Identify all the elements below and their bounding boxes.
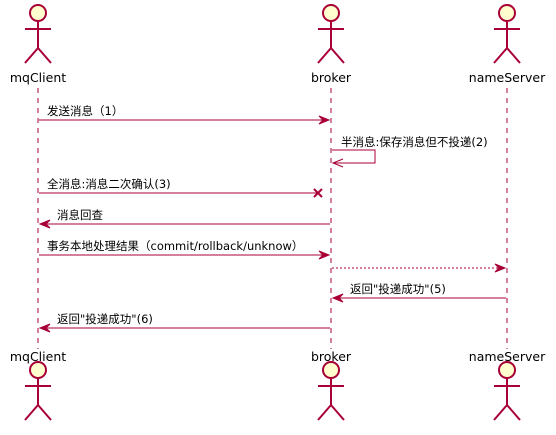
message-label: 全消息:消息二次确认(3): [47, 177, 171, 191]
actor-mqClient-top: [24, 4, 52, 64]
message-label: 返回"投递成功"(6): [57, 312, 153, 326]
message-1: 发送消息（1）: [39, 104, 331, 125]
arrow-head-icon: [494, 263, 507, 273]
messages: 发送消息（1） 半消息:保存消息但不投递(2) 全消息:消息二次确认(3) 消息回查事…: [38, 104, 507, 333]
actor-head-icon: [322, 4, 340, 22]
arrow-head-icon: [331, 293, 344, 303]
message-label: 消息回查: [57, 208, 103, 222]
message-8: 返回"投递成功"(6): [38, 312, 330, 333]
message-line: [332, 149, 376, 164]
message-label: 半消息:保存消息但不投递(2): [341, 135, 488, 149]
actor-head-icon: [498, 4, 516, 22]
message-label: 事务本地处理结果（commit/rollback/unknow）: [47, 239, 303, 253]
actor-body-icon: [24, 21, 52, 64]
lost-message-x-icon: [313, 188, 323, 198]
participant-label-broker-bottom: broker: [311, 349, 352, 364]
arrow-head-icon: [318, 115, 331, 125]
participant-label-mqClient-top: mqClient: [10, 70, 66, 85]
actor-broker-top: [317, 4, 345, 64]
message-3: 全消息:消息二次确认(3): [39, 177, 323, 198]
actor-broker-bottom: [317, 361, 345, 421]
message-label: 发送消息（1）: [47, 104, 123, 118]
actor-body-icon: [493, 21, 521, 64]
message-7: 返回"投递成功"(5): [331, 282, 506, 303]
participant-label-broker-top: broker: [311, 70, 352, 85]
actor-mqClient-bottom: [24, 361, 52, 421]
message-2: 半消息:保存消息但不投递(2): [331, 135, 488, 168]
actor-body-icon: [24, 378, 52, 421]
actor-body-icon: [317, 21, 345, 64]
actor-body-icon: [317, 378, 345, 421]
actor-body-icon: [493, 378, 521, 421]
actor-head-icon: [29, 361, 47, 379]
participant-label-nameServer-bottom: nameServer: [469, 349, 546, 364]
actors: mqClient mqClient broker broker nameServer na…: [10, 4, 546, 421]
participant-label-nameServer-top: nameServer: [469, 70, 546, 85]
actor-nameServer-bottom: [493, 361, 521, 421]
actor-head-icon: [498, 361, 516, 379]
arrow-head-icon: [331, 158, 344, 168]
message-6: [332, 263, 507, 273]
actor-nameServer-top: [493, 4, 521, 64]
arrow-head-icon: [38, 219, 51, 229]
actor-head-icon: [322, 361, 340, 379]
actor-head-icon: [29, 4, 47, 22]
arrow-head-icon: [318, 250, 331, 260]
participant-label-mqClient-bottom: mqClient: [10, 349, 66, 364]
message-label: 返回"投递成功"(5): [350, 282, 446, 296]
message-4: 消息回查: [38, 208, 330, 229]
message-5: 事务本地处理结果（commit/rollback/unknow）: [39, 239, 331, 260]
arrow-head-icon: [38, 323, 51, 333]
lifelines: [37, 88, 508, 349]
